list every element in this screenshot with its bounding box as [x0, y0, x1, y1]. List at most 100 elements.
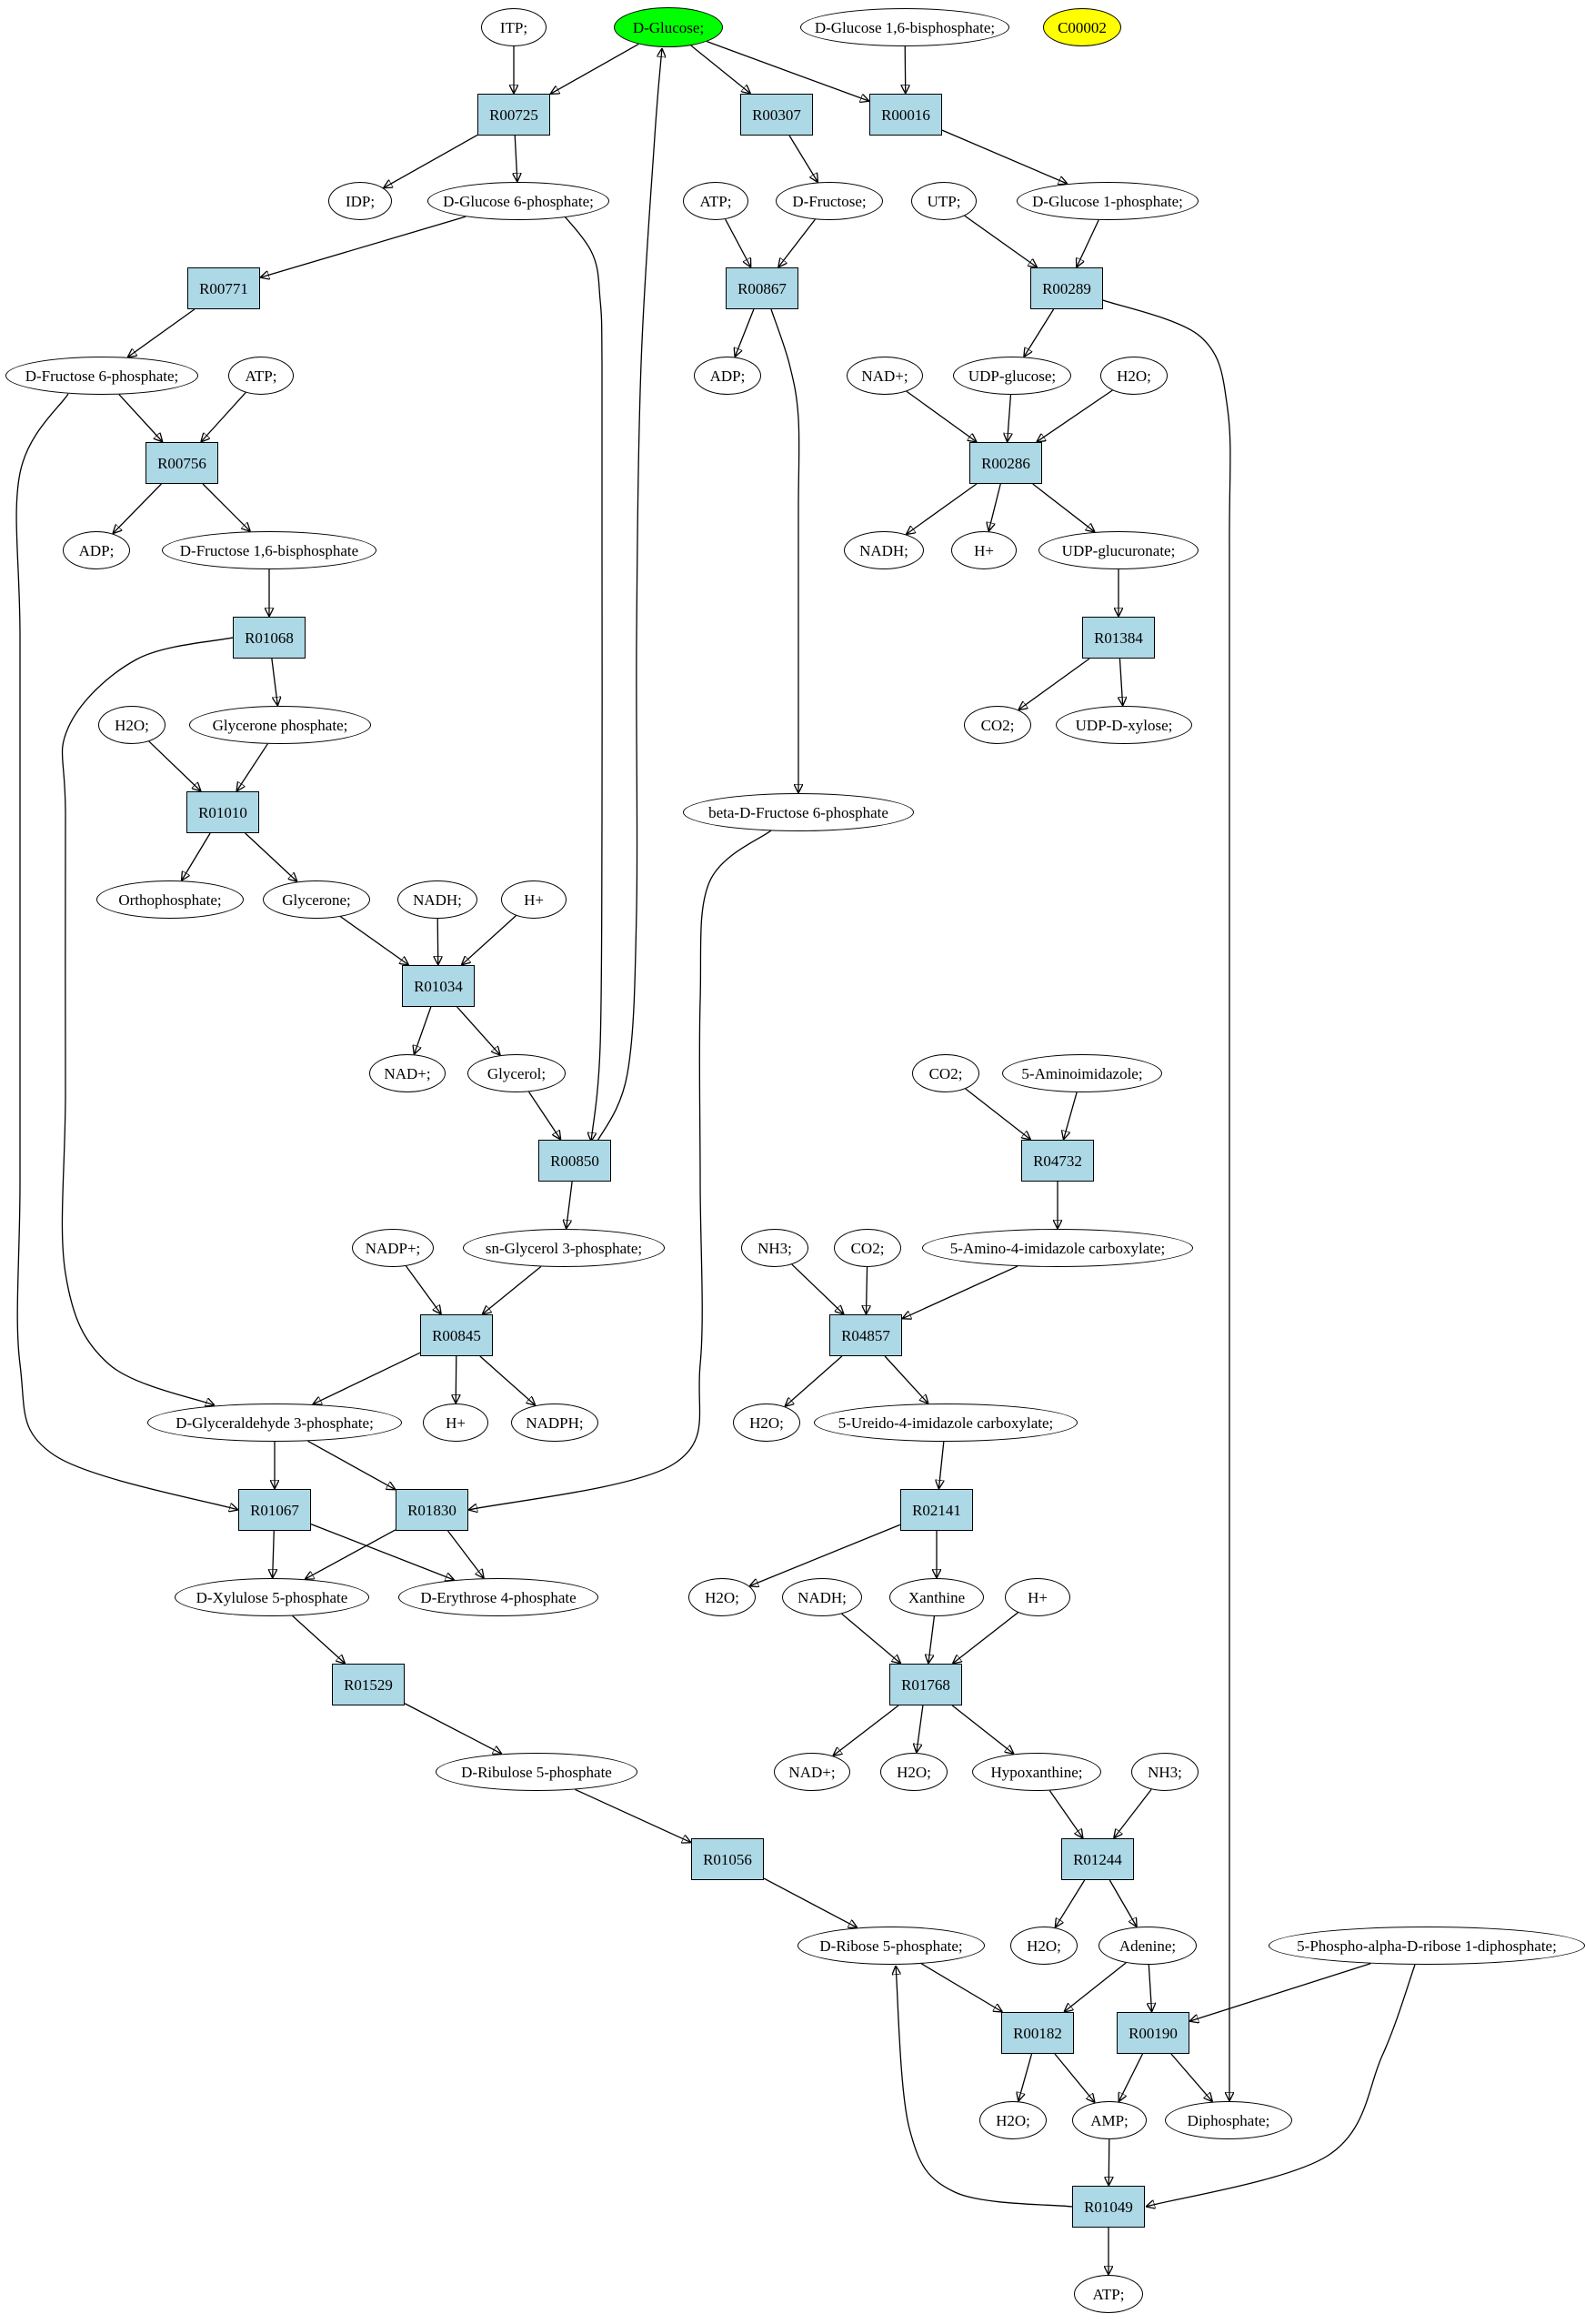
metabolite-node-udpx: UDP-D-xylose; — [1056, 706, 1192, 744]
edge-r_R01068-to-m_dhap — [271, 658, 278, 706]
metabolite-node-amp: AMP; — [1072, 2101, 1147, 2139]
edge-r_R01010-to-m_glycerone — [245, 832, 297, 881]
edge-m_nadh3-to-r_R01768 — [841, 1613, 901, 1664]
edge-m_ade-to-r_R00182 — [1064, 1962, 1127, 2012]
reaction-node-r01529: R01529 — [332, 1664, 405, 1705]
metabolite-node-h4: H+ — [1005, 1578, 1070, 1616]
edge-m_atp1-to-r_R00867 — [725, 218, 751, 267]
metabolite-node-xan: Xanthine — [889, 1578, 984, 1616]
edge-r_R00725-to-m_g6p — [515, 135, 517, 182]
edge-m_g16bp-to-r_R00016 — [905, 45, 906, 94]
edge-r_R01384-to-m_udpx — [1119, 658, 1122, 706]
reaction-node-r04857: R04857 — [829, 1314, 902, 1356]
metabolite-node-pi: Orthophosphate; — [96, 880, 244, 919]
edge-r_R00771-to-m_f6p — [127, 308, 196, 357]
reaction-node-r01034: R01034 — [402, 965, 475, 1007]
edge-r_R00307-to-m_fru — [788, 135, 818, 182]
edge-m_glycerone-to-r_R01034 — [340, 916, 408, 965]
reaction-node-r00182: R00182 — [1001, 2012, 1074, 2054]
metabolite-node-ppi: Diphosphate; — [1165, 2101, 1292, 2139]
metabolite-node-h2o3: H2O; — [733, 1403, 800, 1442]
edge-r_R00289-to-m_udpg — [1024, 308, 1055, 357]
metabolite-node-air: 5-Aminoimidazole; — [1002, 1054, 1162, 1092]
edge-m_bf6p-to-r_R01830 — [468, 830, 772, 1510]
edge-r_R01768-to-m_nad3 — [833, 1705, 899, 1756]
reaction-node-r00850: R00850 — [538, 1140, 611, 1182]
metabolite-node-g6p: D-Glucose 6-phosphate; — [427, 182, 609, 220]
metabolite-node-f6p: D-Fructose 6-phosphate; — [5, 357, 198, 395]
edge-m_glc-to-r_R00307 — [690, 45, 751, 94]
reaction-node-r00289: R00289 — [1030, 267, 1103, 309]
reaction-node-r01830: R01830 — [396, 1489, 468, 1531]
edge-r_R01768-to-m_hyp — [951, 1705, 1014, 1754]
edge-m_g1p-to-r_R00289 — [1077, 219, 1099, 267]
metabolite-node-nadh3: NADH; — [782, 1578, 862, 1616]
edge-m_nh3a-to-r_R04857 — [791, 1263, 844, 1314]
reaction-node-r01768: R01768 — [889, 1664, 962, 1705]
edge-m_uic-to-r_R02141 — [938, 1441, 945, 1489]
metabolite-node-dhap: Glycerone phosphate; — [189, 706, 371, 744]
metabolite-node-h2: H+ — [501, 880, 567, 919]
metabolite-node-h2o2: H2O; — [98, 706, 166, 744]
edge-r_R00289-to-m_ppi — [1102, 299, 1230, 2101]
metabolite-node-c00002: C00002 — [1043, 8, 1121, 46]
metabolite-node-uic: 5-Ureido-4-imidazole carboxylate; — [814, 1403, 1078, 1442]
metabolite-node-udpga: UDP-glucuronate; — [1038, 531, 1199, 569]
edge-m_caiac-to-r_R04857 — [902, 1265, 1018, 1319]
edge-r_R01056-to-m_r5p — [763, 1877, 858, 1927]
metabolite-node-g1p: D-Glucose 1-phosphate; — [1017, 182, 1199, 220]
edge-m_nadh2-to-r_R01034 — [437, 918, 438, 965]
edge-m_ade-to-r_R00190 — [1149, 1964, 1151, 2012]
metabolite-node-h2o4: H2O; — [688, 1578, 756, 1616]
edge-r_R00190-to-m_ppi — [1170, 2053, 1213, 2102]
metabolite-node-atp3: ATP; — [1074, 2275, 1143, 2313]
edge-r_R01830-to-m_e4p — [446, 1530, 484, 1578]
edge-m_h2o2-to-r_R01010 — [148, 740, 201, 791]
reaction-node-r01010: R01010 — [186, 791, 259, 833]
metabolite-node-itp: ITP; — [481, 8, 547, 46]
metabolite-node-fbp: D-Fructose 1,6-bisphosphate — [162, 531, 376, 569]
metabolite-node-h2o1: H2O; — [1100, 357, 1168, 395]
metabolite-node-idp: IDP; — [328, 182, 392, 220]
edge-r_R01068-to-m_gap — [61, 637, 234, 1405]
reaction-node-r01049: R01049 — [1072, 2186, 1145, 2228]
metabolite-node-nadh1: NADH; — [844, 531, 924, 569]
metabolite-node-nadph: NADPH; — [511, 1403, 598, 1442]
reaction-node-r02141: R02141 — [900, 1489, 973, 1531]
edge-m_utp-to-r_R00289 — [964, 215, 1038, 267]
reaction-node-r01384: R01384 — [1082, 617, 1155, 659]
edge-r_R01049-to-m_r5p — [896, 1966, 1073, 2208]
edge-m_f6p-to-r_R01067 — [15, 393, 238, 1510]
metabolite-node-glc: D-Glucose; — [614, 7, 723, 47]
edge-r_R01768-to-m_h2o5 — [917, 1705, 924, 1753]
reaction-node-r01244: R01244 — [1061, 1838, 1134, 1880]
edge-m_nad1-to-r_R00286 — [906, 390, 977, 442]
metabolite-node-ade: Adenine; — [1098, 1927, 1197, 1965]
edge-m_amp-to-r_R01049 — [1108, 2138, 1109, 2186]
metabolite-node-co2c: CO2; — [834, 1229, 901, 1267]
edge-r_R00867-to-m_adp1 — [735, 308, 755, 357]
edge-r_R01010-to-m_pi — [182, 832, 211, 880]
edge-r_R04857-to-m_h2o3 — [785, 1355, 843, 1406]
edge-r_R04857-to-m_uic — [884, 1355, 928, 1403]
metabolite-node-g16bp: D-Glucose 1,6-bisphosphate; — [800, 8, 1009, 46]
edge-r_R00016-to-m_g1p — [941, 129, 1068, 184]
edge-m_r5p-to-r_R00182 — [920, 1963, 1002, 2012]
metabolite-node-nh3b: NH3; — [1131, 1753, 1199, 1791]
edge-m_co2c-to-r_R04857 — [866, 1266, 867, 1314]
edge-m_udpg-to-r_R00286 — [1008, 394, 1011, 442]
edge-r_R00286-to-m_udpga — [1032, 483, 1095, 532]
metabolite-node-hyp: Hypoxanthine; — [972, 1753, 1101, 1791]
edge-m_nh3b-to-r_R01244 — [1114, 1788, 1152, 1838]
edge-r_R01244-to-m_ade — [1108, 1879, 1137, 1927]
edge-r_R00867-to-m_bf6p — [770, 308, 799, 793]
metabolite-node-h2o5: H2O; — [880, 1753, 948, 1791]
edge-r_R01529-to-m_ru5p — [404, 1703, 502, 1755]
edge-r_R00845-to-m_gap — [313, 1352, 421, 1404]
metabolite-node-xu5p: D-Xylulose 5-phosphate — [175, 1578, 369, 1616]
metabolite-node-nadp: NADP+; — [352, 1229, 434, 1267]
reaction-node-r00756: R00756 — [145, 442, 218, 484]
metabolite-node-udpg: UDP-glucose; — [953, 357, 1071, 395]
metabolite-node-atp2: ATP; — [228, 357, 294, 395]
reaction-node-r00190: R00190 — [1117, 2012, 1189, 2054]
